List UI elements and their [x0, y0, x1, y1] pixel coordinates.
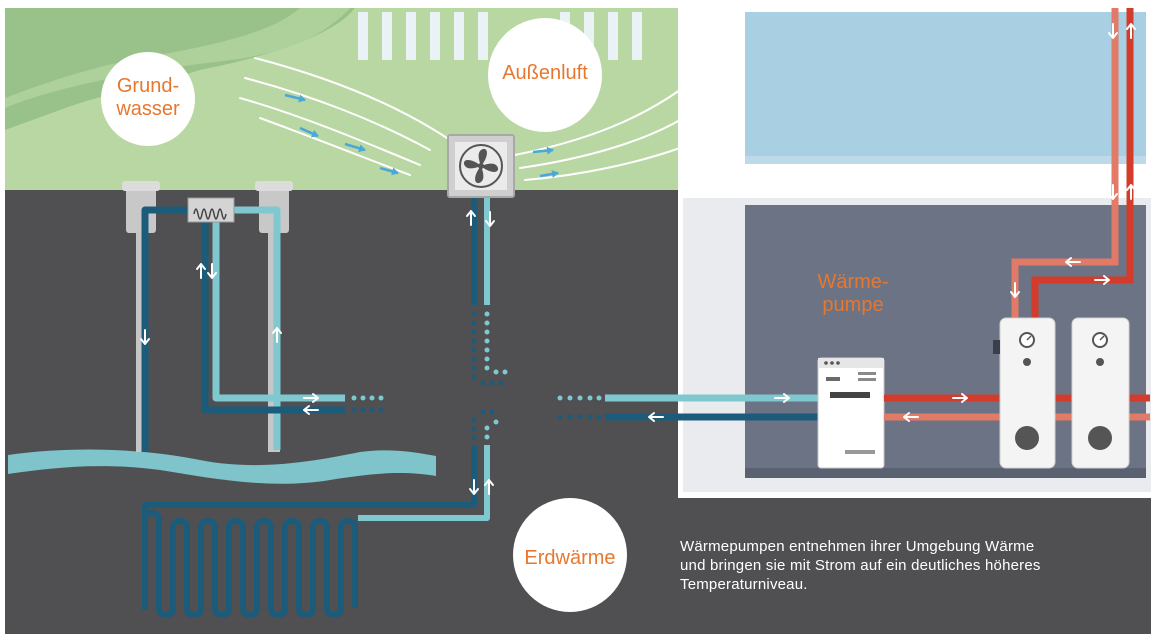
air-flow-lines — [239, 57, 681, 181]
groundwater-band — [8, 449, 436, 484]
groundwater-pipes — [141, 206, 345, 452]
grundwasser-label-line2: wasser — [116, 98, 180, 120]
grundwasser-label-line1: Grund- — [116, 75, 180, 97]
storage-tank-1 — [993, 317, 1056, 469]
caption-line3: Temperaturniveau. — [680, 576, 808, 593]
air-pipes-dotted — [471, 311, 508, 441]
cellar-floor — [745, 468, 1146, 478]
grundwasser-circle — [101, 52, 195, 146]
flow-arrow-icon — [299, 126, 319, 138]
window-area — [745, 12, 1146, 164]
waermepumpe-label-line1: Wärme- — [817, 271, 889, 293]
supply-pipes-dotted — [557, 395, 602, 420]
heat-exchanger-icon — [187, 197, 235, 223]
flow-arrow-icon — [344, 142, 366, 153]
caption: Wärmepumpen entnehmen ihrer Umgebung Wär… — [680, 537, 1120, 594]
ground-collector-pipes — [142, 445, 490, 618]
air-flow-arrows — [284, 93, 559, 178]
flow-arrow-icon — [532, 146, 554, 155]
fan-unit — [447, 134, 515, 198]
waermepumpe-label: Wärme- pumpe — [797, 271, 909, 317]
erdwaerme-circle — [513, 498, 627, 612]
grundwasser-label: Grund- wasser — [101, 75, 195, 121]
heat-pump-unit — [817, 357, 885, 469]
hill-light — [5, 8, 350, 108]
window-sill — [745, 156, 1146, 164]
ground-right — [678, 498, 1151, 634]
white-flow-arrows — [140, 23, 1136, 495]
aussenluft-label: Außenluft — [502, 62, 588, 84]
dotted-pipe-ends-left — [351, 395, 384, 401]
aussenluft-circle — [488, 18, 602, 132]
waermepumpe-label-line2: pumpe — [822, 294, 884, 316]
flow-arrow-icon — [284, 93, 306, 103]
caption-line2: und bringen sie mit Strom auf ein deutli… — [680, 557, 1041, 574]
flow-arrow-icon — [379, 166, 399, 176]
fan-icon — [459, 144, 503, 188]
erdwaerme-label: Erdwärme — [524, 547, 616, 569]
storage-tank-2 — [1071, 317, 1130, 469]
caption-line1: Wärmepumpen entnehmen ihrer Umgebung Wär… — [680, 538, 1035, 555]
flow-arrow-icon — [539, 170, 559, 178]
